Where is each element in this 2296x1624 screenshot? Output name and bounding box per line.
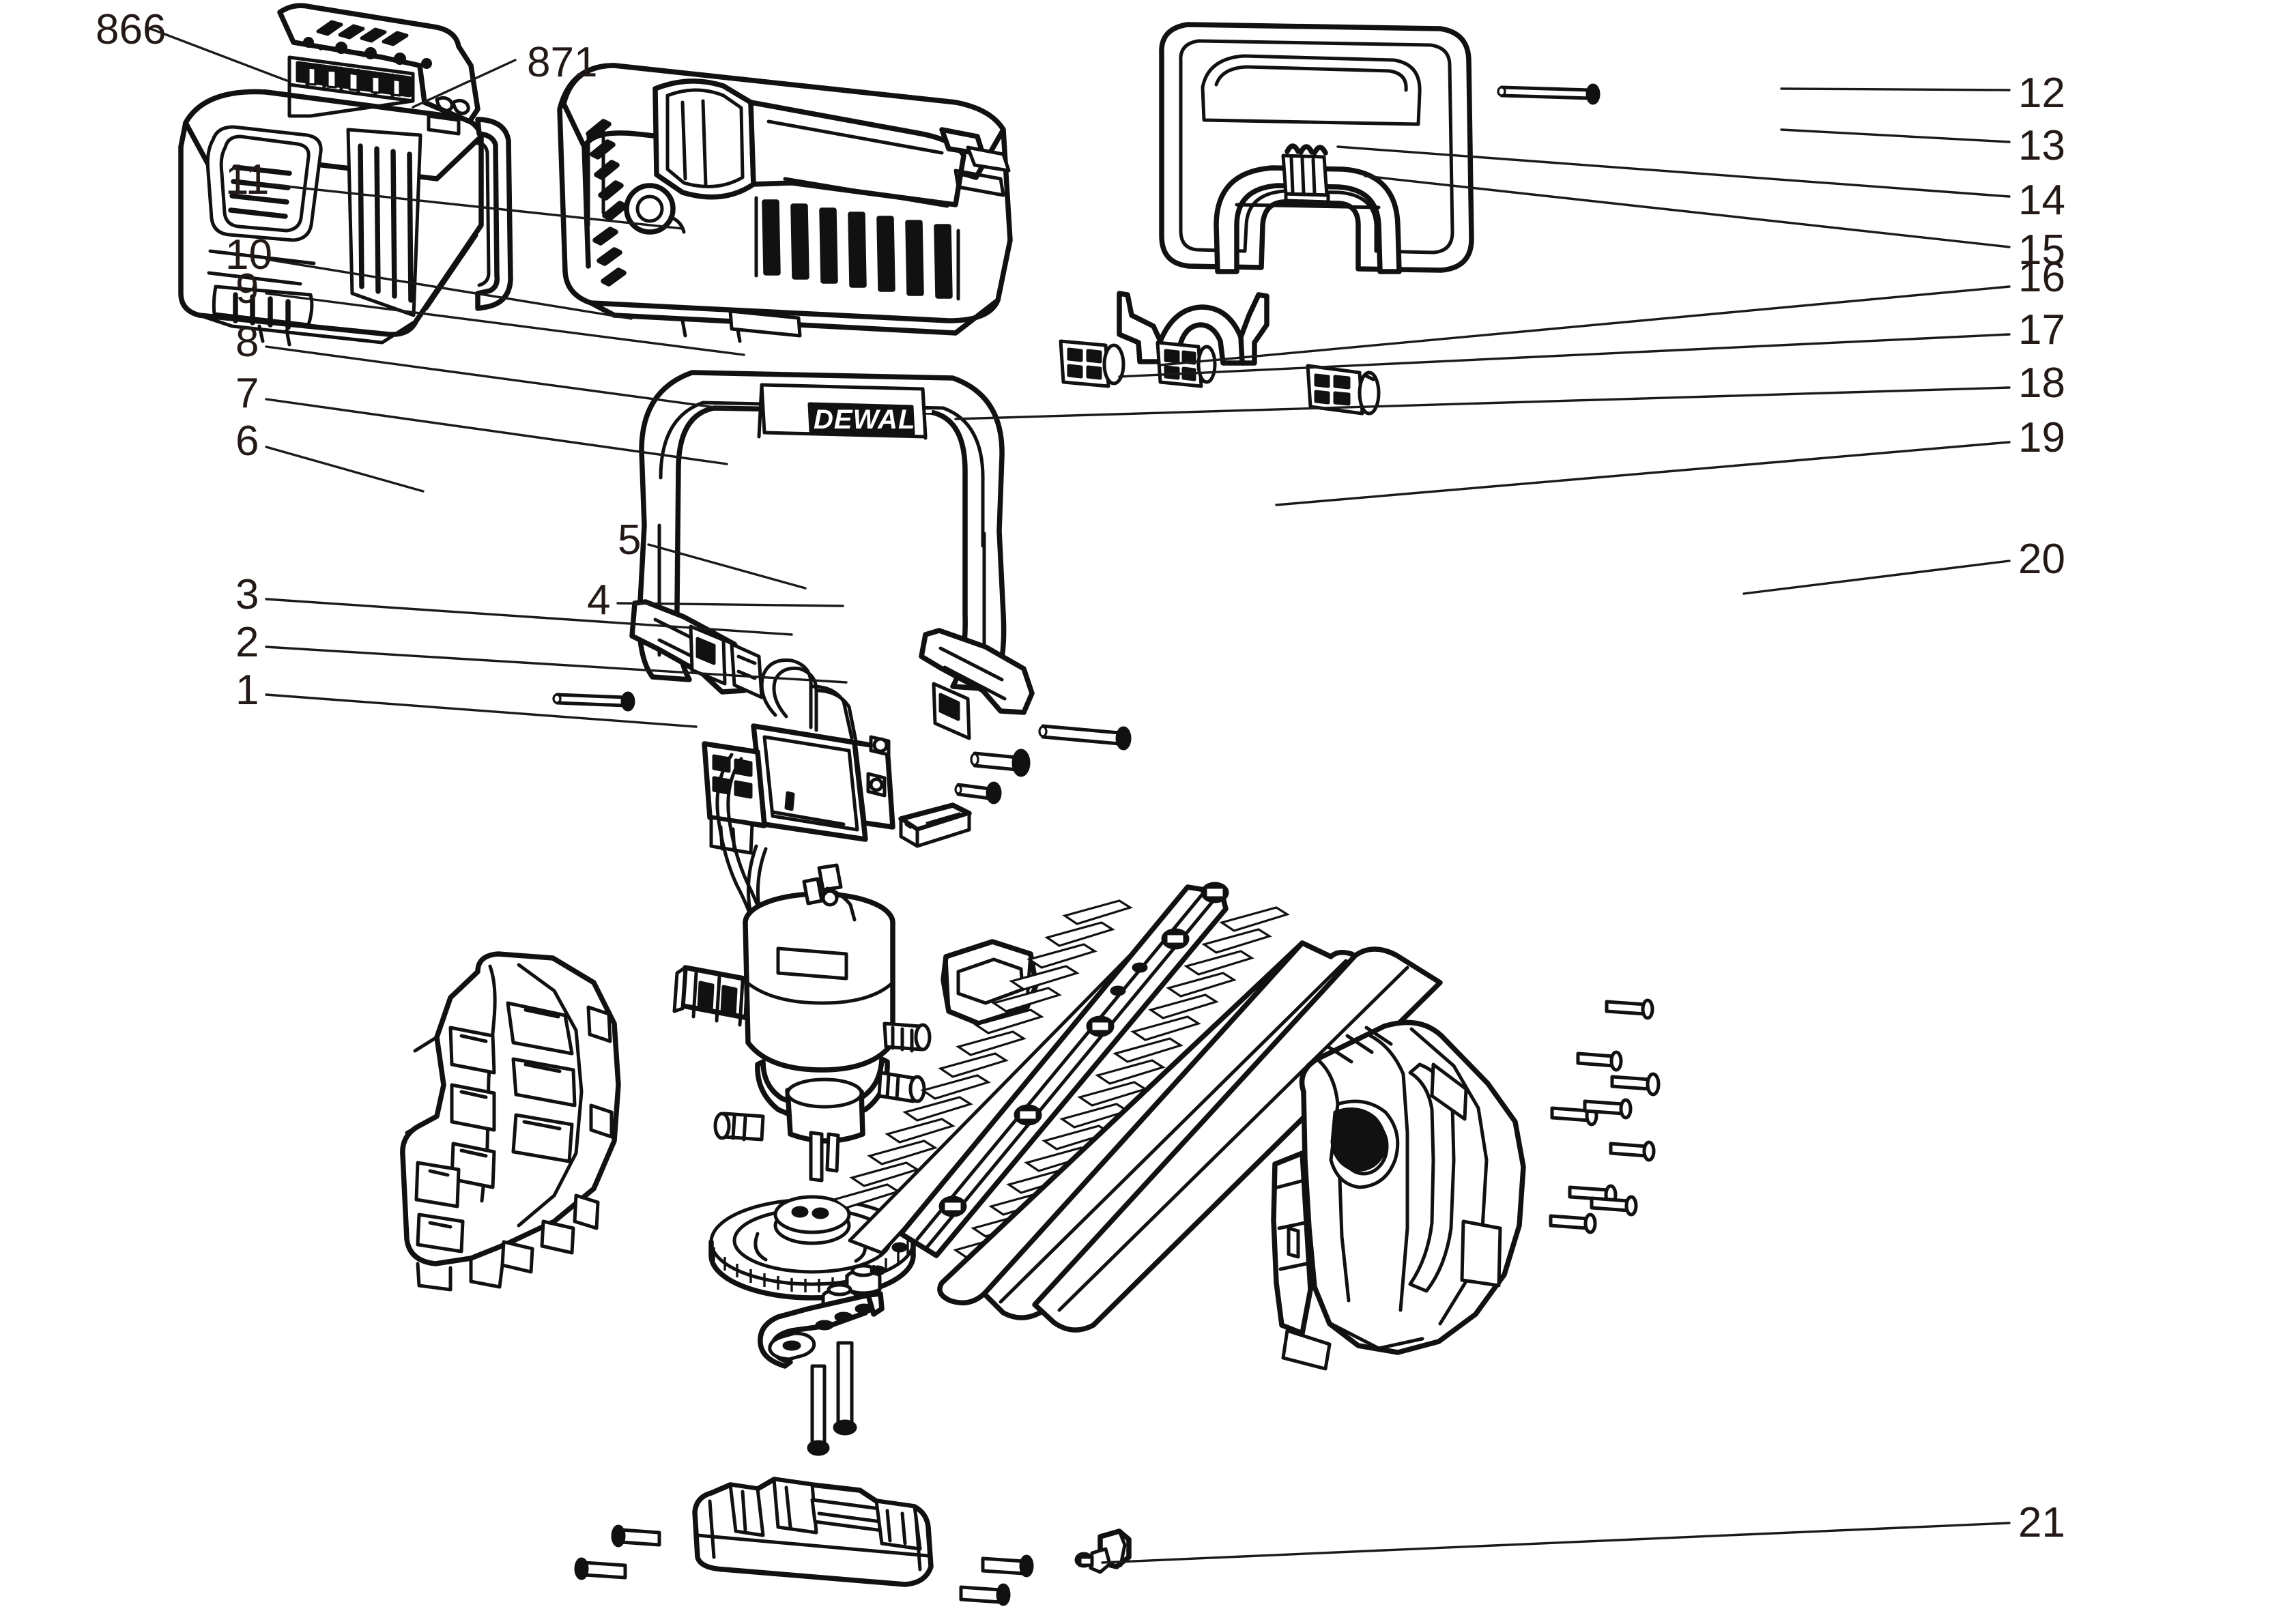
part-cutting-blade-set	[831, 882, 1290, 1276]
leader-line-4	[616, 602, 844, 607]
screw-8	[1590, 1195, 1638, 1217]
callout-number-2: 2	[235, 619, 259, 666]
part-battery-pack	[178, 3, 513, 347]
callout-number-21: 21	[2018, 1499, 2065, 1546]
callout-number-6: 6	[235, 418, 259, 465]
dewalt-logo-text: DEWALT	[814, 405, 932, 435]
leader-line-11	[265, 183, 684, 230]
callout-number-9: 9	[235, 265, 259, 313]
leader-line-9	[265, 292, 745, 356]
leader-line-18	[954, 386, 2011, 420]
part-cable-clip	[1074, 1528, 1132, 1574]
part-switch-assembly	[552, 658, 895, 970]
part-switch-trigger-block	[1306, 364, 1381, 416]
callout-number-20: 20	[2018, 536, 2065, 583]
callout-number-871: 871	[527, 39, 597, 86]
part-motor	[713, 863, 932, 1183]
part-screw-long	[1038, 724, 1132, 751]
leader-line-14	[1336, 145, 2011, 198]
base-screw-left-1	[611, 1524, 661, 1548]
leader-line-20	[1742, 560, 2011, 595]
callout-number-13: 13	[2018, 122, 2065, 169]
callout-number-17: 17	[2018, 306, 2065, 353]
leader-line-866	[145, 26, 288, 82]
callout-number-18: 18	[2018, 360, 2065, 407]
callout-number-7: 7	[235, 370, 259, 417]
part-blade-link-plate	[758, 1291, 885, 1369]
callout-number-15: 15	[2018, 227, 2065, 274]
part-blade-sheath	[937, 940, 1443, 1333]
part-screw-short	[954, 781, 1002, 804]
part-battery-charger	[557, 63, 1013, 343]
part-right-housing-clamshell	[1271, 1019, 1526, 1371]
leader-line-21	[1101, 1522, 2011, 1564]
callout-number-4: 4	[587, 577, 610, 624]
screw-3	[1610, 1072, 1661, 1097]
part-screw-cluster	[1549, 998, 1661, 1234]
callout-number-19: 19	[2018, 414, 2065, 461]
leader-line-5	[647, 543, 807, 590]
leader-line-6	[265, 446, 425, 493]
part-handle-bracket	[1059, 291, 1269, 388]
callout-number-8: 8	[235, 319, 259, 366]
leader-line-871	[412, 59, 517, 108]
part-bail-handle-guard	[1159, 22, 1474, 274]
part-battery-receiver-base	[692, 1477, 934, 1587]
screw-6	[1609, 1140, 1656, 1162]
callout-number-3: 3	[235, 571, 259, 618]
screw-1	[1605, 998, 1654, 1020]
part-bolt-bail-handle	[1497, 83, 1601, 105]
callout-number-14: 14	[2018, 177, 2065, 224]
callout-number-16: 16	[2018, 254, 2065, 301]
part-left-housing-clamshell	[400, 951, 621, 1292]
callout-number-11: 11	[225, 156, 269, 203]
callout-number-866: 866	[96, 6, 166, 53]
leader-line-17	[1118, 333, 2011, 378]
base-screw-right-1	[981, 1554, 1034, 1578]
part-screw-medium	[970, 749, 1031, 777]
part-front-bail-handle: DEWALT	[629, 370, 1035, 740]
part-base-screws	[574, 1524, 1034, 1606]
leader-line-7	[265, 398, 728, 465]
base-screw-left-2	[574, 1557, 627, 1580]
screw-2	[1576, 1050, 1623, 1072]
callout-number-10: 10	[225, 231, 272, 278]
callout-leader-lines	[145, 26, 2011, 1564]
leader-line-13	[1780, 128, 2011, 143]
leader-line-12	[1780, 87, 2011, 91]
leader-line-19	[1275, 441, 2011, 506]
base-screw-right-2	[959, 1583, 1011, 1606]
leader-line-2	[265, 646, 848, 684]
callout-number-5: 5	[618, 517, 641, 564]
part-terminal-cover	[898, 802, 972, 848]
callout-number-1: 1	[235, 667, 259, 714]
leader-line-15	[1364, 175, 2011, 248]
part-pin-pair	[807, 1341, 857, 1456]
screw-9	[1549, 1213, 1597, 1234]
leader-line-16	[1159, 285, 2011, 366]
leader-line-8	[265, 345, 732, 411]
leader-line-10	[265, 258, 633, 320]
callout-number-12: 12	[2018, 70, 2065, 117]
leader-line-3	[265, 598, 793, 636]
leader-line-1	[265, 693, 698, 728]
screw-5	[1583, 1098, 1633, 1120]
